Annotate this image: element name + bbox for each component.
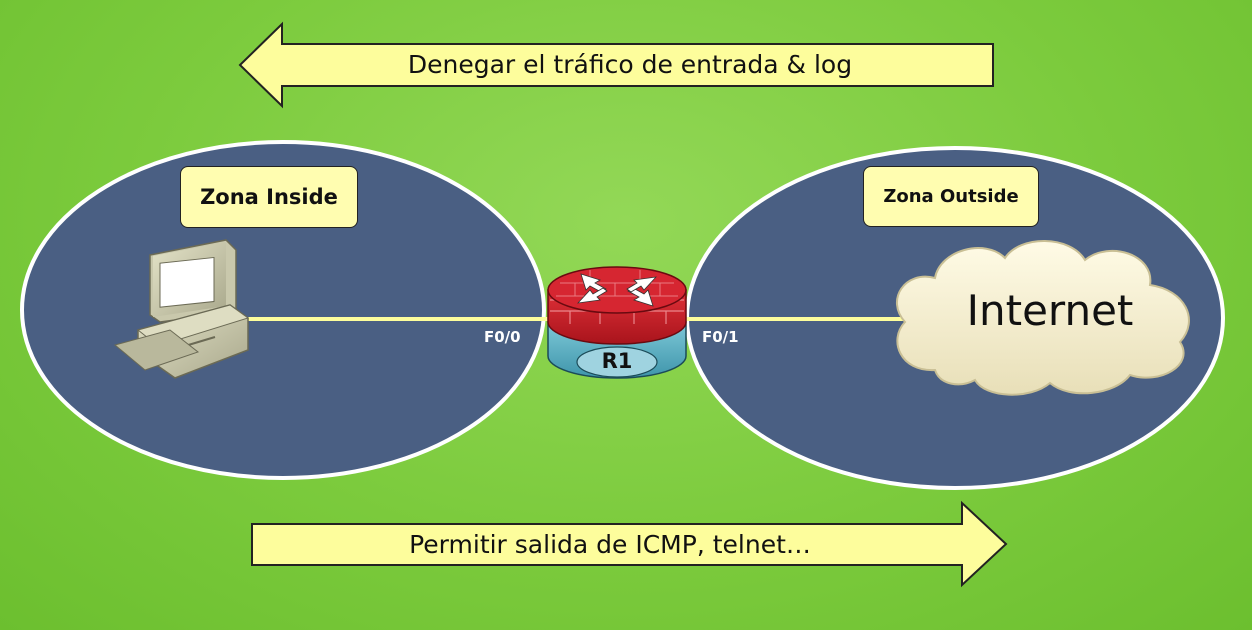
router-name-label: R1 xyxy=(601,349,633,373)
pc-icon xyxy=(113,239,250,379)
port-inside-label: F0/0 xyxy=(484,328,521,346)
inside-zone-label: Zona Inside xyxy=(180,166,358,228)
deny-inbound-label: Denegar el tráfico de entrada & log xyxy=(407,50,853,79)
internet-cloud-icon xyxy=(895,240,1190,396)
port-outside-label: F0/1 xyxy=(702,328,739,346)
inside-zone xyxy=(20,140,546,480)
internet-label: Internet xyxy=(966,286,1134,335)
permit-outbound-label: Permitir salida de ICMP, telnet… xyxy=(409,530,811,559)
deny-inbound-arrow xyxy=(238,21,994,109)
permit-outbound-arrow xyxy=(251,500,1008,588)
outside-zone-label: Zona Outside xyxy=(863,166,1039,227)
router-firewall-icon xyxy=(547,266,687,379)
